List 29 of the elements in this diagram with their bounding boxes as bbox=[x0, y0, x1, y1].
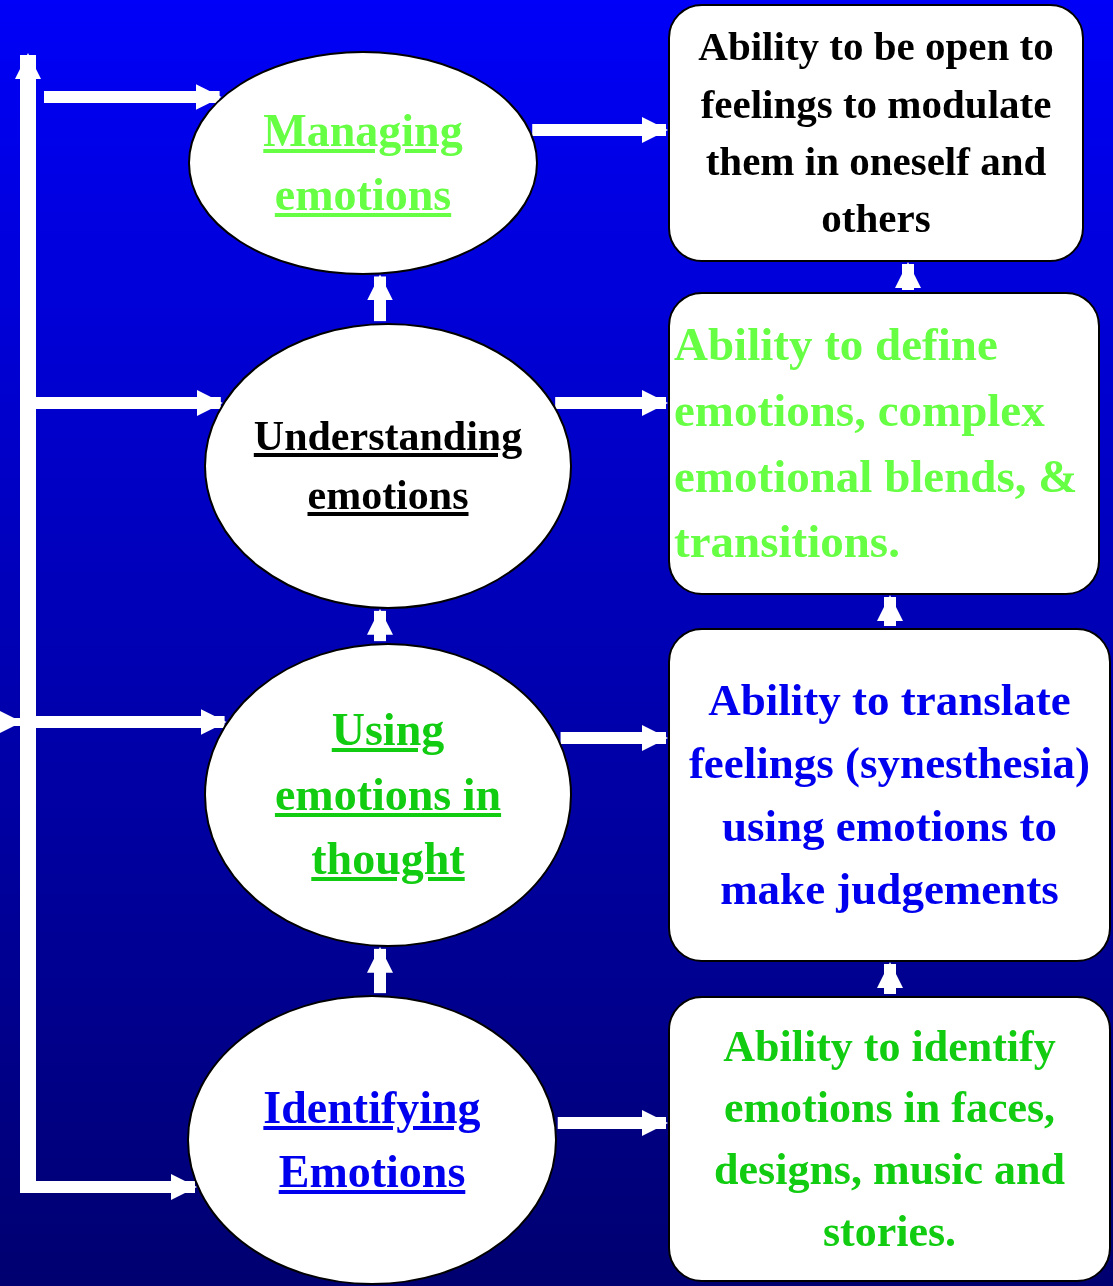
arrow bbox=[557, 1110, 668, 1136]
arrow bbox=[367, 946, 393, 994]
arrow bbox=[560, 725, 668, 751]
node-label: Ability to translate feelings (synesthesia) using emotions to make judgements bbox=[687, 674, 1092, 916]
arrow bbox=[44, 84, 222, 110]
ellipse-node bbox=[188, 51, 538, 275]
ellipse-node bbox=[204, 643, 572, 947]
arrow bbox=[895, 262, 921, 290]
rounded-box bbox=[668, 628, 1111, 962]
arrow bbox=[877, 962, 903, 994]
node-label: Managing emotions bbox=[262, 103, 464, 222]
node-label: Ability to define emotions, complex emotional blends, & transitions. bbox=[674, 316, 1079, 570]
arrow bbox=[532, 117, 668, 143]
arrow bbox=[367, 608, 393, 642]
rounded-box bbox=[668, 292, 1100, 595]
ellipse-node bbox=[187, 995, 557, 1285]
node-label: Using emotions in thought bbox=[273, 703, 503, 887]
arrow bbox=[36, 709, 227, 735]
rounded-box bbox=[668, 4, 1084, 262]
arrow bbox=[367, 274, 393, 322]
node-label: Identifying Emotions bbox=[262, 1080, 482, 1199]
rounded-box bbox=[668, 996, 1111, 1282]
node-label: Ability to identify emotions in faces, designs, music and stories. bbox=[713, 1020, 1066, 1258]
arrow bbox=[36, 390, 223, 416]
arrow bbox=[555, 390, 668, 416]
ellipse-node bbox=[204, 323, 572, 609]
node-label: Ability to be open to feelings to modulate them in oneself and others bbox=[697, 22, 1055, 244]
node-label: Understanding emotions bbox=[252, 412, 524, 520]
arrow bbox=[877, 595, 903, 626]
